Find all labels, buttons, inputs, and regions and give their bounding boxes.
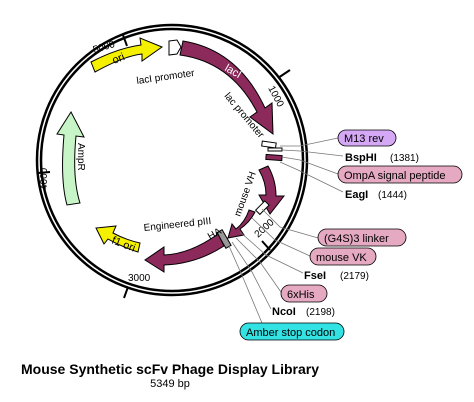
leader-g4s [261, 208, 319, 239]
ompa-marker [265, 153, 283, 162]
tick-mark-1000 [277, 69, 291, 79]
backbone-outer-circle [35, 23, 309, 297]
eagi-callout: EagI [345, 189, 368, 201]
ampr-label: AmpR [75, 143, 86, 171]
backbone-inner-circle [39, 27, 305, 293]
leader-m13-rev [280, 137, 339, 147]
plasmid-title: Mouse Synthetic scFv Phage Display Libra… [21, 361, 319, 377]
bsphi-position: (1381) [390, 153, 419, 164]
f1-ori-label: f1 ori [110, 235, 137, 255]
tick-label-4000: 4000 [39, 167, 50, 190]
leader-ompa [281, 156, 339, 175]
leader-amber [228, 245, 263, 324]
engineered-piii-arrow [144, 233, 225, 273]
ori-arrow [90, 37, 164, 73]
ncoi-position: (2198) [306, 307, 335, 318]
g4s-linker-callout: (G4S)3 linker [324, 233, 389, 245]
tick-mark-4000 [37, 171, 51, 174]
f1-ori-arrow [95, 225, 141, 253]
leader-fsei [239, 231, 304, 274]
tick-mark-2000 [261, 240, 271, 251]
ncoi-callout: NcoI [272, 306, 296, 318]
tick-label-3000: 3000 [128, 273, 151, 284]
g4s-linker-pill [317, 228, 407, 247]
ompa-callout: OmpA signal peptide [344, 170, 446, 182]
mouse-vk-callout: mouse VK [316, 252, 367, 264]
fsei-callout: FseI [304, 270, 326, 282]
ori-label: ori [111, 51, 127, 67]
ompa-pill [337, 165, 463, 184]
leader-ncoi [231, 241, 272, 310]
m13-rev-marker [267, 147, 283, 152]
laci-promoter-label: lacI promoter [136, 68, 196, 87]
6xhis-callout: 6xHis [287, 289, 315, 301]
mouse-vk-arrow [227, 209, 256, 239]
plasmid-size: 5349 bp [150, 378, 190, 390]
tick-mark-5000 [122, 34, 128, 47]
fsei-position: (2179) [340, 271, 369, 282]
m13-rev-callout: M13 rev [344, 133, 384, 145]
leader-eagi [279, 161, 344, 193]
amber-stop-callout: Amber stop codon [246, 327, 335, 339]
mouse-vh-label: mouse VH [232, 170, 258, 218]
leader-bsphi [281, 149, 344, 157]
leader-6xhis [235, 237, 282, 293]
m13-rev-pill [337, 129, 397, 147]
eagi-position: (1444) [378, 190, 407, 201]
6xhis-pill [280, 284, 328, 303]
mouse-vk-pill [309, 247, 377, 266]
bsphi-callout: BspHI [345, 152, 377, 164]
laci-arrow [179, 40, 274, 136]
engineered-piii-label: Engineered pIII [143, 216, 212, 234]
tick-mark-3000 [123, 286, 129, 299]
leader-mouse-vk [251, 217, 311, 257]
g4s-linker-box [254, 200, 270, 216]
lac-promoter-box [261, 140, 277, 149]
laci-promoter-arrow [168, 39, 182, 56]
amber-stop-pill [239, 322, 345, 341]
ampr-arrow [56, 111, 85, 206]
